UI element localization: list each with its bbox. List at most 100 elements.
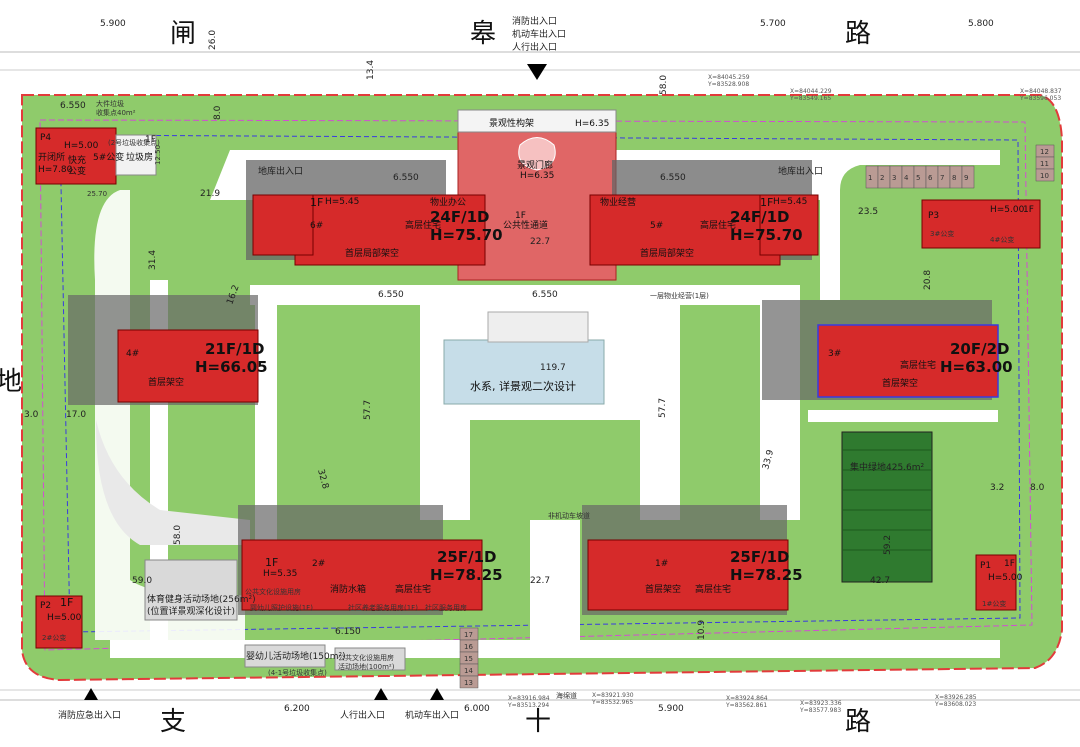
building-4-body [117, 329, 259, 403]
b6-office: 物业办公 [430, 196, 466, 208]
building-line [59, 134, 1021, 633]
elev-6: 6.150 [335, 627, 361, 637]
dim-31: 31.4 [148, 250, 158, 270]
parking-north [865, 165, 975, 189]
p4-h: H=5.00 [64, 141, 99, 151]
svg-text:6: 6 [928, 174, 933, 182]
b3-type: 高层住宅 [900, 359, 936, 371]
b5-f1: 1F [760, 196, 773, 209]
central-green [841, 431, 933, 583]
dim-590: 59.0 [132, 576, 152, 586]
b1-floors: 25F/1D [730, 548, 790, 566]
b5-floors: 24F/1D [730, 208, 790, 226]
building-1-body [587, 539, 789, 611]
dim-2570: 25.70 [87, 190, 107, 198]
sport-label-1: 体育健身活动场地(256m²) [147, 593, 256, 605]
dim-32: 3.2 [990, 483, 1004, 493]
b2-floors: 25F/1D [437, 548, 497, 566]
p1-sub: 1#公变 [982, 599, 1006, 608]
p4-trash-note2: 收集点40m² [96, 108, 136, 117]
elev-5: 6.550 [532, 290, 558, 300]
road-south-3: 路 [845, 707, 871, 737]
b3-floors: 20F/2D [950, 340, 1010, 358]
dim-227b: 22.7 [530, 576, 550, 586]
svg-text:Y=83608.023: Y=83608.023 [934, 701, 976, 708]
b3-height: H=63.00 [940, 358, 1013, 376]
dim-8a: 8.0 [213, 105, 223, 120]
building-5-body [589, 194, 781, 266]
b5-top: H=5.45 [773, 197, 807, 207]
entrance-north-car: 机动车出入口 [512, 28, 566, 40]
p2-building [35, 595, 83, 649]
sport-field [144, 559, 238, 621]
dim-427: 42.7 [870, 576, 890, 586]
garage-entrance-west: 地库出入口 [258, 165, 303, 177]
b6-height: H=75.70 [430, 226, 503, 244]
dim-577b: 57.7 [658, 398, 668, 418]
svg-text:3: 3 [892, 174, 896, 182]
elev-8: 6.000 [464, 704, 490, 714]
svg-text:10: 10 [1040, 172, 1049, 180]
b5-type: 高层住宅 [700, 219, 736, 231]
b5-no: 5# [650, 221, 663, 231]
building-2-body [241, 539, 483, 611]
svg-text:Y=83562.861: Y=83562.861 [725, 702, 767, 709]
elev-4: 6.550 [378, 290, 404, 300]
svg-text:12: 12 [1040, 148, 1049, 156]
svg-text:4: 4 [904, 174, 909, 182]
svg-text:7: 7 [940, 174, 944, 182]
p2-sub: 2#公变 [42, 633, 66, 642]
west-loop-road [94, 190, 246, 640]
road-south-2: 十 [525, 707, 551, 737]
public-activity-label-1: 公共文化设施用房 [338, 653, 394, 662]
dim-577a: 57.7 [363, 400, 373, 420]
landscape-frame-height: H=6.35 [575, 119, 609, 129]
svg-text:Y=83513.294: Y=83513.294 [507, 702, 549, 709]
b5-base: 首层局部架空 [640, 247, 694, 259]
p4-trash-note: 大件垃圾 [96, 99, 124, 108]
p4-building [35, 127, 117, 185]
corridor-label: 公共性通道 [503, 219, 548, 231]
p4-fast2: 公变 [68, 165, 86, 177]
water-label: 水系, 详景观二次设计 [470, 379, 576, 393]
building-6-body [294, 194, 486, 266]
north-entrance-arrow [527, 64, 547, 80]
gate-height: H=6.35 [520, 171, 554, 181]
b6-no: 6# [310, 221, 323, 231]
dim-208: 20.8 [923, 270, 933, 290]
note-sponge: 海绵道 [556, 691, 577, 700]
green-label: 集中绿地425.6m² [850, 461, 925, 473]
b2-service: 社区养老服务用房(1F) [348, 603, 418, 612]
p2-f: 1F [60, 596, 73, 609]
p1-no: P1 [980, 561, 991, 571]
svg-text:1: 1 [868, 174, 872, 182]
dim-109: 10.9 [697, 620, 707, 640]
garage-entrance-east: 地库出入口 [778, 165, 823, 177]
elev-1: 6.550 [60, 101, 86, 111]
public-activity-label-2: 活动场地(100m²) [338, 662, 395, 671]
dim-13: 13.4 [366, 60, 376, 80]
elev-9: 5.900 [100, 19, 126, 29]
dim-21: 21.9 [200, 189, 220, 199]
b3-base: 首层架空 [882, 377, 918, 389]
setback-line [39, 119, 1033, 651]
svg-text:X=83923.336: X=83923.336 [800, 700, 842, 707]
b3-no: 3# [828, 349, 841, 359]
svg-text:8: 8 [952, 174, 956, 182]
b6-f1: 1F [310, 196, 323, 209]
south-car-arrow [430, 688, 444, 700]
b2-grid: 社区服务用房 [425, 603, 467, 612]
water-feature [443, 339, 605, 405]
elev-3: 6.550 [660, 173, 686, 183]
svg-text:X=84048.837: X=84048.837 [1020, 88, 1062, 95]
elev-2: 6.550 [393, 173, 419, 183]
landscape-gate [518, 137, 556, 171]
landscape-frame [457, 109, 617, 133]
p2-h: H=5.00 [47, 613, 82, 623]
svg-text:X=83924.864: X=83924.864 [726, 695, 768, 702]
b1-height: H=78.25 [730, 566, 803, 584]
svg-text:Y=83596.053: Y=83596.053 [1019, 95, 1061, 102]
svg-text:Y=83549.165: Y=83549.165 [789, 95, 831, 102]
south-ped-arrow [374, 688, 388, 700]
corridor-dim: 22.7 [530, 237, 550, 247]
